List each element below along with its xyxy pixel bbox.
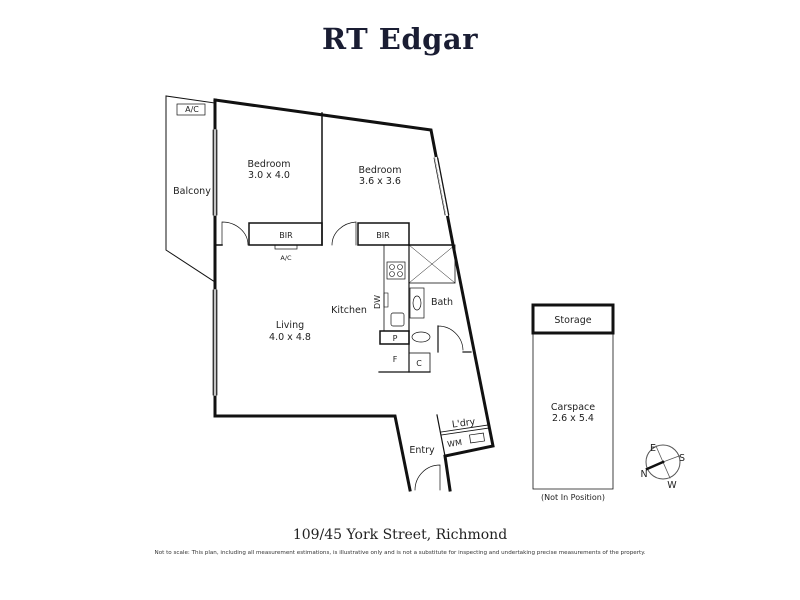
disclaimer: Not to scale: This plan, including all m… <box>154 550 646 556</box>
ac-unit <box>176 103 206 116</box>
compass-s: S <box>679 453 685 464</box>
laundry-label: L'dry <box>451 416 476 430</box>
laundry-tub <box>469 432 485 444</box>
toilet <box>411 331 431 343</box>
bedroom2-size: 3.6 x 3.6 <box>359 176 401 187</box>
bedroom2-label: Bedroom <box>359 165 402 176</box>
living-label: Living <box>276 320 304 331</box>
laundry-wall <box>436 414 446 457</box>
door-bedroom2 <box>331 221 357 246</box>
cooktop <box>386 261 406 280</box>
bir2-outline <box>357 222 410 246</box>
outer-wall-left <box>213 98 412 492</box>
ac-unit <box>274 244 298 250</box>
window <box>434 156 449 217</box>
bir1-label: BIR <box>279 231 293 240</box>
bir2-label: BIR <box>376 231 390 240</box>
balcony-label: Balcony <box>173 186 211 197</box>
carspace-size: 2.6 x 5.4 <box>552 413 594 424</box>
vanity <box>409 287 425 319</box>
storage-outline <box>531 303 615 335</box>
shower <box>408 244 456 284</box>
compass-w: W <box>667 480 677 491</box>
carspace-note: (Not In Position) <box>541 493 605 502</box>
compass-n: N <box>640 469 647 480</box>
ac-living-label: A/C <box>280 254 292 262</box>
fridge-label: F <box>393 355 398 364</box>
compass-e: E <box>650 443 656 454</box>
sink <box>390 312 405 327</box>
kitchen-bench <box>383 244 410 332</box>
window-line <box>437 157 450 216</box>
dishwasher <box>383 292 389 308</box>
door-bath <box>437 325 464 351</box>
carspace-outline <box>532 332 614 490</box>
cupboard-label: C <box>416 359 422 368</box>
property-address: 109/45 York Street, Richmond <box>292 527 508 543</box>
entry-label: Entry <box>409 445 435 456</box>
window-line <box>433 157 446 216</box>
bath-label: Bath <box>431 297 453 308</box>
cupboard <box>408 352 431 373</box>
dishwasher-label: DW <box>373 295 382 309</box>
ac-balcony-label: A/C <box>185 105 199 114</box>
pantry-label: P <box>393 334 398 343</box>
outer-wall <box>213 98 495 492</box>
bedroom1-size: 3.0 x 4.0 <box>248 170 290 181</box>
kitchen-label: Kitchen <box>331 305 367 316</box>
balcony-outline <box>165 95 216 283</box>
compass-icon <box>645 444 681 480</box>
basin <box>412 295 422 311</box>
door-entry <box>414 464 441 491</box>
door-bedroom1 <box>221 221 249 246</box>
bedroom1-label: Bedroom <box>248 159 291 170</box>
storage-label: Storage <box>554 315 591 326</box>
laundry-bench <box>440 424 489 433</box>
wm-label: WM <box>447 438 463 449</box>
carspace-label: Carspace <box>551 402 595 413</box>
living-size: 4.0 x 4.8 <box>269 332 311 343</box>
brand-logo: RT Edgar <box>322 22 478 56</box>
